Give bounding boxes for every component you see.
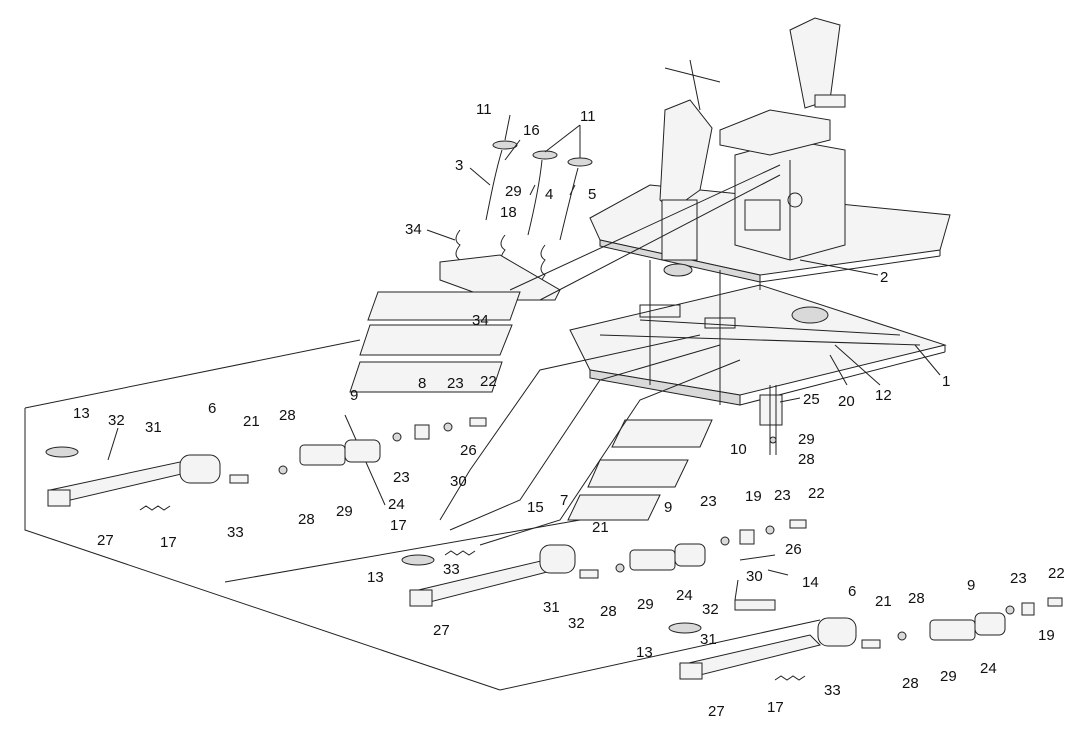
callout-28: 28 <box>279 407 296 424</box>
callout-33: 33 <box>443 561 460 578</box>
callout-15: 15 <box>527 499 544 516</box>
callout-28: 28 <box>600 603 617 620</box>
callout-22: 22 <box>1048 565 1065 582</box>
pedal-levers <box>485 140 593 241</box>
callout-31: 31 <box>700 631 717 648</box>
callout-31: 31 <box>145 419 162 436</box>
valve-block <box>759 385 783 455</box>
callout-22: 22 <box>808 485 825 502</box>
callout-23: 23 <box>1010 570 1027 587</box>
callout-34: 34 <box>472 312 489 329</box>
callout-29: 29 <box>336 503 353 520</box>
callout-13: 13 <box>367 569 384 586</box>
callout-32: 32 <box>702 601 719 618</box>
callout-23: 23 <box>700 493 717 510</box>
callout-2: 2 <box>880 269 889 286</box>
callout-9: 9 <box>967 577 976 594</box>
callout-1: 1 <box>942 373 951 390</box>
callout-17: 17 <box>390 517 407 534</box>
callout-23: 23 <box>393 469 410 486</box>
cover-plates <box>349 291 713 521</box>
callout-19: 19 <box>1038 627 1055 644</box>
callout-32: 32 <box>568 615 585 632</box>
callout-20: 20 <box>838 393 855 410</box>
callout-30: 30 <box>450 473 467 490</box>
callout-18: 18 <box>500 204 517 221</box>
frame-chassis <box>569 260 947 406</box>
callout-3: 3 <box>455 157 464 174</box>
callout-7: 7 <box>560 492 569 509</box>
callout-6: 6 <box>848 583 857 600</box>
callout-17: 17 <box>767 699 784 716</box>
callout-27: 27 <box>433 622 450 639</box>
callout-28: 28 <box>798 451 815 468</box>
callout-29: 29 <box>505 183 522 200</box>
pedal-arm-assembly-middle <box>401 519 807 611</box>
callout-28: 28 <box>908 590 925 607</box>
callout-31: 31 <box>543 599 560 616</box>
callout-24: 24 <box>980 660 997 677</box>
rubber-boots <box>439 229 561 301</box>
callout-33: 33 <box>824 682 841 699</box>
callout-17: 17 <box>160 534 177 551</box>
callout-34: 34 <box>405 221 422 238</box>
callout-29: 29 <box>798 431 815 448</box>
callout-12: 12 <box>875 387 892 404</box>
callout-16: 16 <box>523 122 540 139</box>
steering-column <box>659 59 721 277</box>
callout-10: 10 <box>730 441 747 458</box>
callout-11: 11 <box>476 101 492 118</box>
callout-23: 23 <box>774 487 791 504</box>
callout-27: 27 <box>97 532 114 549</box>
pedal-arm-assembly-left <box>45 417 487 511</box>
callout-29: 29 <box>940 668 957 685</box>
callout-21: 21 <box>592 519 609 536</box>
callout-30: 30 <box>746 568 763 585</box>
callout-26: 26 <box>460 442 477 459</box>
callout-5: 5 <box>588 186 597 203</box>
callout-14: 14 <box>802 574 819 591</box>
callout-6: 6 <box>208 400 217 417</box>
callout-29: 29 <box>637 596 654 613</box>
callout-8: 8 <box>418 375 427 392</box>
callout-32: 32 <box>108 412 125 429</box>
callout-9: 9 <box>350 387 359 404</box>
callout-13: 13 <box>73 405 90 422</box>
callout-27: 27 <box>708 703 725 720</box>
callout-23: 23 <box>447 375 464 392</box>
operator-seat <box>719 17 846 156</box>
callout-28: 28 <box>298 511 315 528</box>
callout-13: 13 <box>636 644 653 661</box>
callout-9: 9 <box>664 499 673 516</box>
callout-24: 24 <box>676 587 693 604</box>
callout-26: 26 <box>785 541 802 558</box>
callout-22: 22 <box>480 373 497 390</box>
callout-28: 28 <box>902 675 919 692</box>
pedal-arm-assembly-right <box>668 597 1063 681</box>
callout-33: 33 <box>227 524 244 541</box>
leader-lines <box>107 114 941 601</box>
reference-plane <box>24 339 821 691</box>
callout-4: 4 <box>545 186 554 203</box>
callout-21: 21 <box>875 593 892 610</box>
callout-21: 21 <box>243 413 260 430</box>
callout-25: 25 <box>803 391 820 408</box>
connection-lines <box>344 164 781 546</box>
callout-24: 24 <box>388 496 405 513</box>
callout-19: 19 <box>745 488 762 505</box>
callout-11: 11 <box>580 108 596 125</box>
